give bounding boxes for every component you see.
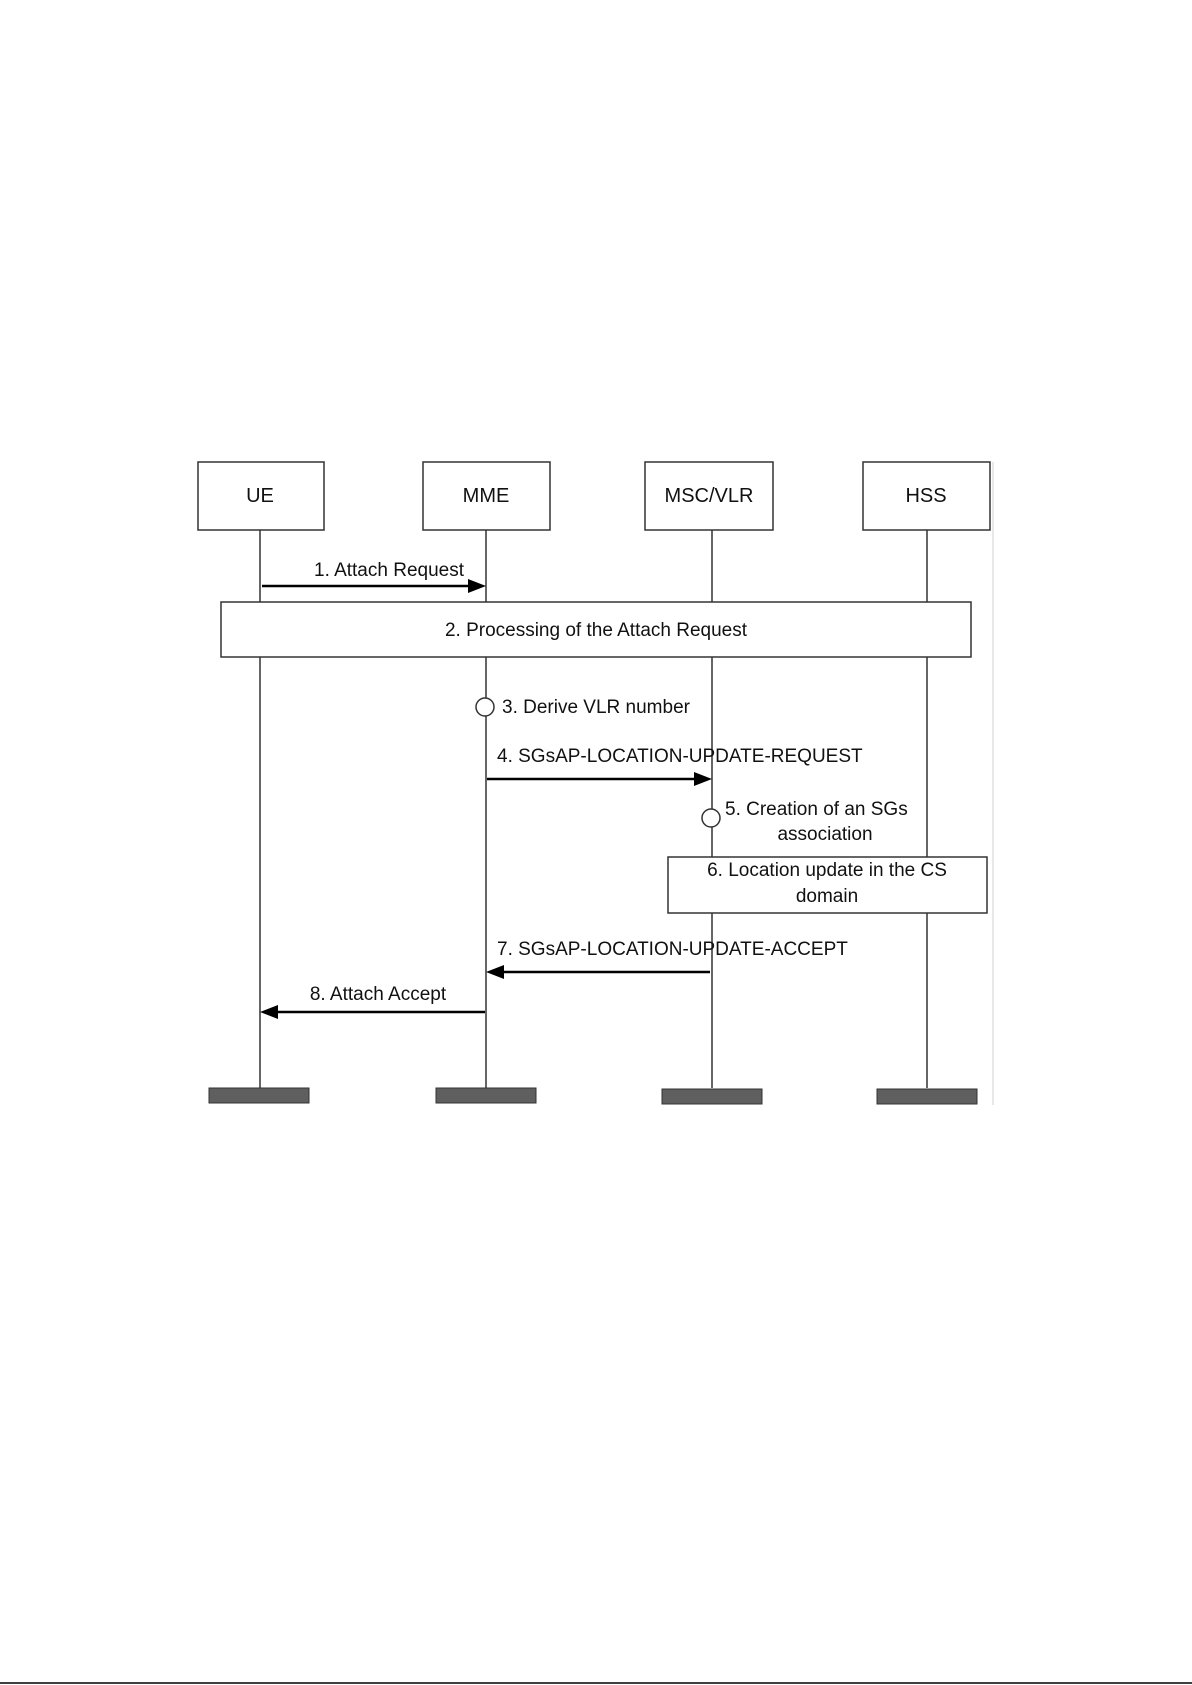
participant-msc-vlr-label: MSC/VLR	[665, 485, 754, 507]
step-5-label-line1: 5. Creation of an SGs	[725, 799, 908, 820]
lifeline-end-mme	[436, 1088, 536, 1103]
step-2-label: 2. Processing of the Attach Request	[445, 620, 748, 641]
participant-hss-label: HSS	[905, 485, 946, 507]
participant-hss: HSS	[863, 462, 990, 530]
step-7-arrowhead	[486, 965, 504, 979]
step-7-label: 7. SGsAP-LOCATION-UPDATE-ACCEPT	[497, 939, 848, 960]
lifeline-end-hss	[877, 1089, 977, 1104]
step-6-label-line2: domain	[796, 886, 858, 907]
step-8-label: 8. Attach Accept	[310, 984, 447, 1005]
step-4-arrowhead	[694, 772, 712, 786]
step-8-arrowhead	[260, 1005, 278, 1019]
participant-ue-label: UE	[246, 485, 274, 507]
participant-mme: MME	[423, 462, 550, 530]
participant-ue: UE	[198, 462, 324, 530]
step-5-marker	[702, 809, 720, 827]
step-1-label: 1. Attach Request	[314, 560, 465, 581]
step-1-arrowhead	[468, 579, 486, 593]
lifeline-end-ue	[209, 1088, 309, 1103]
step-4-label: 4. SGsAP-LOCATION-UPDATE-REQUEST	[497, 746, 863, 767]
step-3-marker	[476, 698, 494, 716]
step-6-label-line1: 6. Location update in the CS	[707, 860, 947, 881]
lifeline-end-msc-vlr	[662, 1089, 762, 1104]
step-5-label-line2: association	[777, 824, 872, 845]
step-3-label: 3. Derive VLR number	[502, 697, 691, 718]
participant-mme-label: MME	[463, 485, 510, 507]
participant-msc-vlr: MSC/VLR	[645, 462, 773, 530]
